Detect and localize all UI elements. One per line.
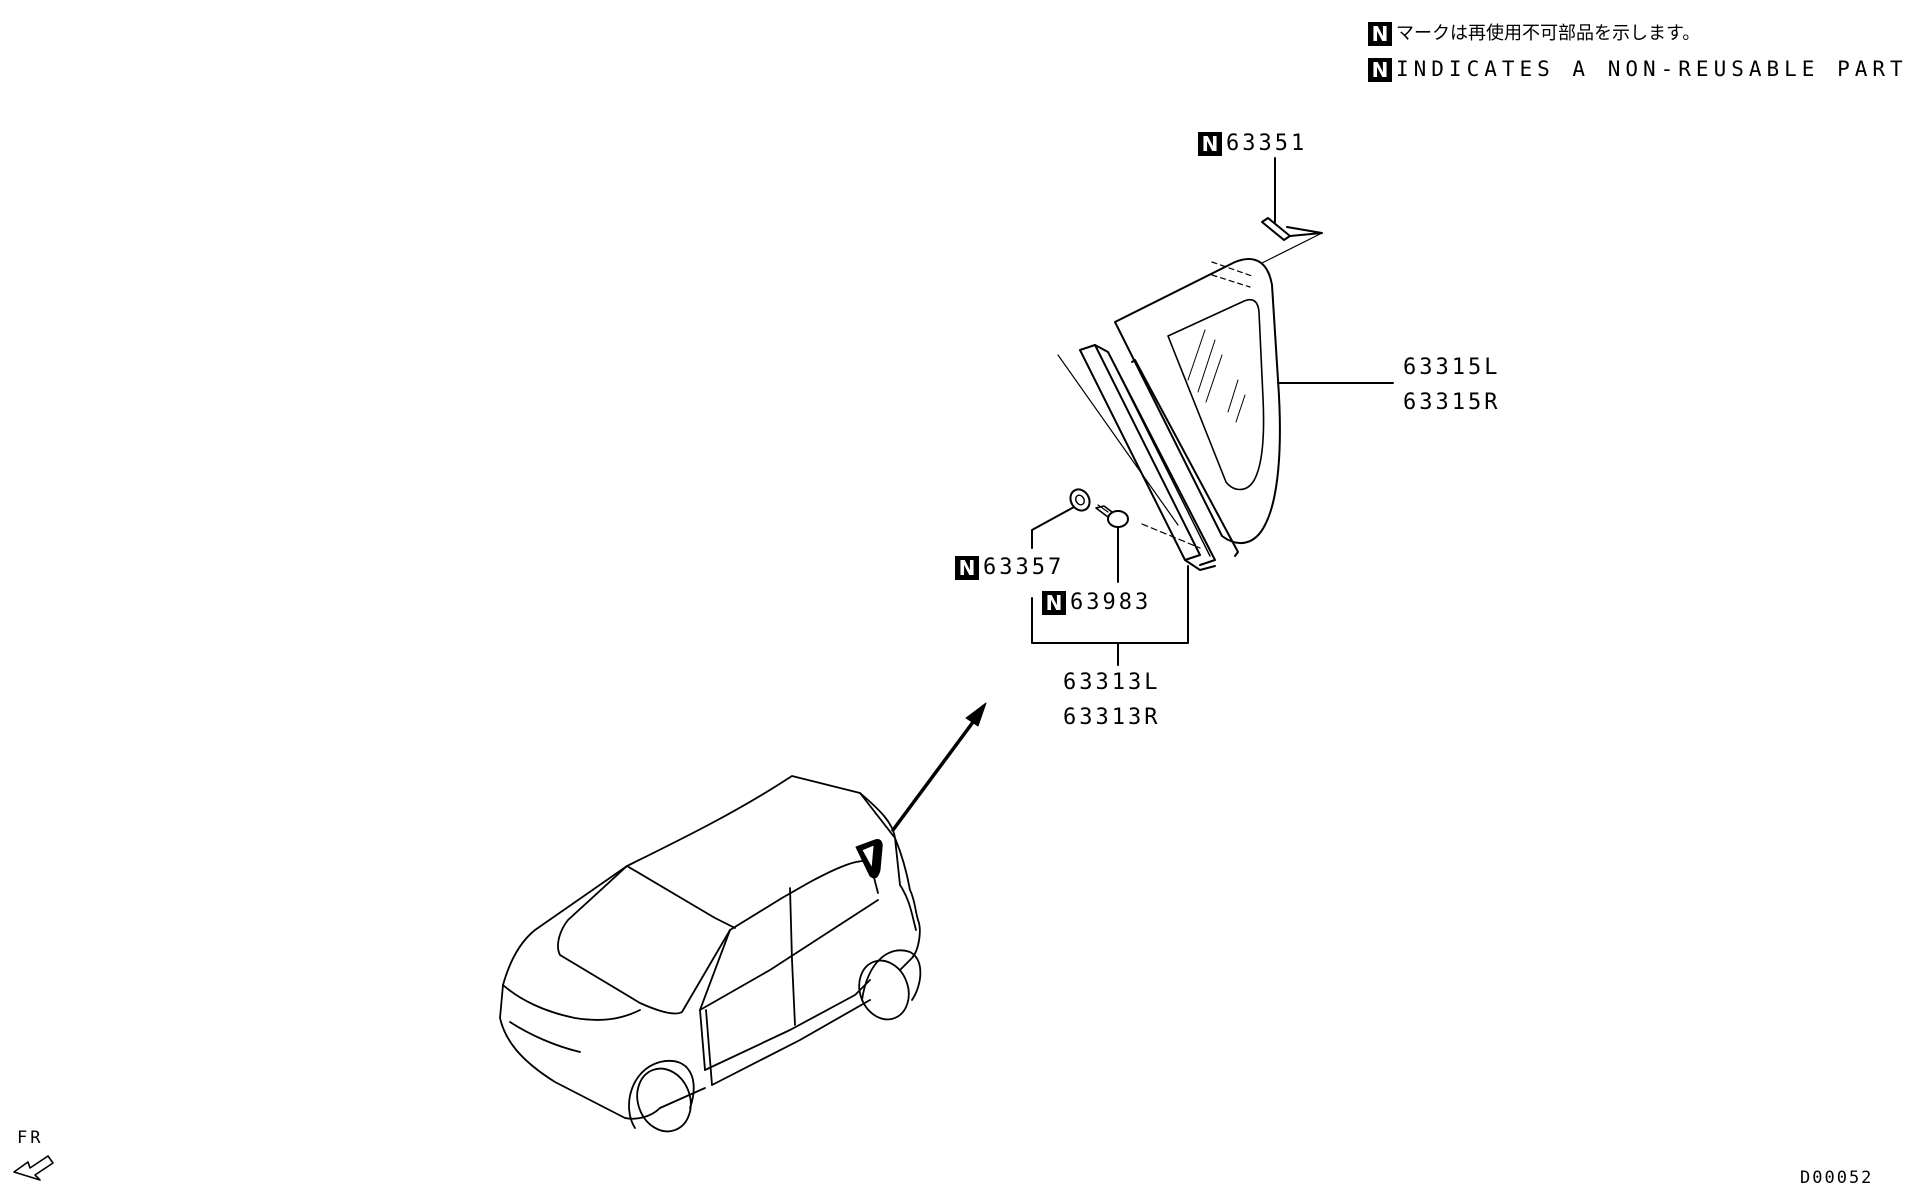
non-reusable-symbol: N <box>955 556 979 580</box>
quarter-window-moulding <box>1079 344 1239 571</box>
part-number: 63983 <box>1070 590 1152 615</box>
fastener-63983 <box>1095 504 1129 528</box>
view-arrow <box>891 702 987 832</box>
leader-lines <box>1031 157 1394 666</box>
diagram-code: D00052 <box>1800 1168 1874 1188</box>
vehicle-quarter-window-highlight <box>855 839 883 879</box>
clip-63351 <box>1261 217 1323 241</box>
legend-note-jp-text: マークは再使用不可部品を示します。 <box>1396 23 1701 44</box>
non-reusable-symbol: N <box>1368 22 1392 46</box>
non-reusable-symbol: N <box>1198 132 1222 156</box>
callout-63313L: 63313L <box>1063 672 1160 694</box>
part-number: 63313L <box>1063 670 1161 695</box>
installation-guide-lines <box>1057 232 1323 549</box>
non-reusable-symbol: N <box>1368 58 1392 82</box>
callout-63315R: 63315R <box>1403 392 1500 414</box>
callout-63313R: 63313R <box>1063 707 1160 729</box>
part-number: 63313R <box>1063 705 1161 730</box>
part-number: 63315L <box>1403 355 1501 380</box>
callout-63315L: 63315L <box>1403 357 1500 379</box>
front-direction-arrow-icon <box>13 1155 54 1181</box>
part-number: 63351 <box>1226 131 1308 156</box>
legend-note-en-text: INDICATES A NON-REUSABLE PART. <box>1396 57 1907 81</box>
front-direction-label: FR <box>17 1128 44 1148</box>
quarter-window-glass <box>1114 257 1281 545</box>
grommet-63357 <box>1069 488 1091 512</box>
vehicle-outline <box>499 775 922 1133</box>
part-number: 63315R <box>1403 390 1501 415</box>
part-number: 63357 <box>983 555 1065 580</box>
non-reusable-symbol: N <box>1042 591 1066 615</box>
